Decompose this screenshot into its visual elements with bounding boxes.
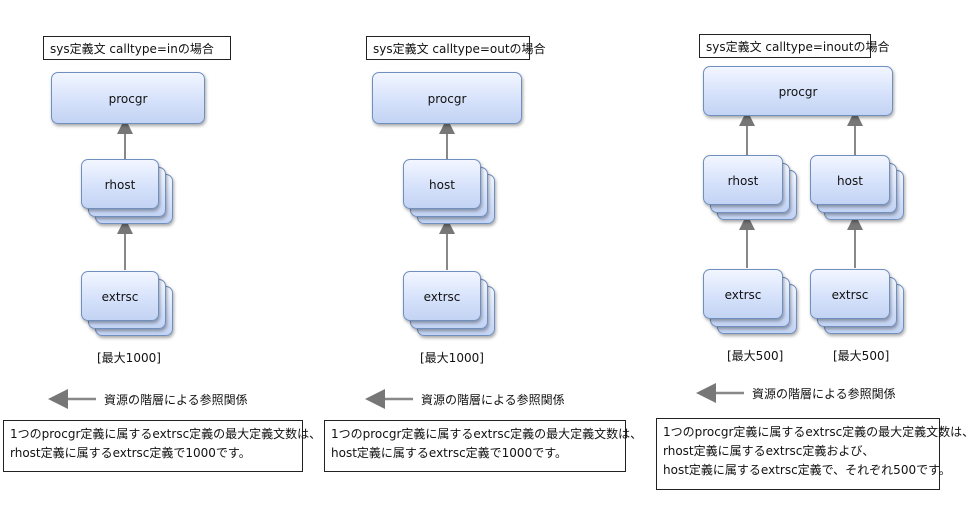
- procgr-node: procgr: [51, 72, 205, 124]
- panel-title: sys定義文 calltype=outの場合: [366, 36, 546, 60]
- connector-arrows: [48, 110, 863, 409]
- max-count-label: [最大500]: [833, 349, 890, 363]
- procgr-node: procgr: [703, 66, 893, 116]
- node-label: rhost: [727, 174, 759, 188]
- legend-text: 資源の階層による参照関係: [421, 393, 565, 407]
- description-line: host定義に属するextrsc定義で1000です。: [331, 446, 568, 460]
- node-label: procgr: [108, 92, 148, 106]
- node-label: host: [429, 178, 455, 192]
- node-label: procgr: [778, 85, 818, 99]
- node-label: host: [837, 174, 863, 188]
- legend-text: 資源の階層による参照関係: [104, 393, 248, 407]
- description-line: 1つのprocgr定義に属するextrsc定義の最大定義文数は、: [10, 427, 322, 441]
- description-line: 1つのprocgr定義に属するextrsc定義の最大定義文数は、: [331, 427, 643, 441]
- description-line: rhost定義に属するextrsc定義および、: [663, 444, 875, 458]
- description-line: 1つのprocgr定義に属するextrsc定義の最大定義文数は、: [663, 425, 974, 439]
- node-label: extrsc: [724, 288, 762, 302]
- description-box: 1つのprocgr定義に属するextrsc定義の最大定義文数は、 rhost定義…: [3, 420, 322, 472]
- legend-text: 資源の階層による参照関係: [752, 387, 896, 401]
- node-label: rhost: [104, 178, 136, 192]
- max-count-label: [最大1000]: [97, 351, 161, 365]
- description-line: rhost定義に属するextrsc定義で1000です。: [10, 446, 251, 460]
- description-line: host定義に属するextrsc定義で、それぞれ500です。: [663, 463, 951, 477]
- panel-title: sys定義文 calltype=inoutの場合: [699, 34, 890, 58]
- panel-title: sys定義文 calltype=inの場合: [43, 36, 231, 60]
- node-label: extrsc: [101, 290, 139, 304]
- max-count-label: [最大500]: [727, 349, 784, 363]
- procgr-node: procgr: [372, 72, 522, 124]
- max-count-label: [最大1000]: [420, 351, 484, 365]
- description-box: 1つのprocgr定義に属するextrsc定義の最大定義文数は、 host定義に…: [324, 420, 643, 472]
- node-label: extrsc: [831, 288, 869, 302]
- node-label: extrsc: [423, 290, 461, 304]
- description-box: 1つのprocgr定義に属するextrsc定義の最大定義文数は、 rhost定義…: [656, 418, 974, 490]
- node-label: procgr: [427, 92, 467, 106]
